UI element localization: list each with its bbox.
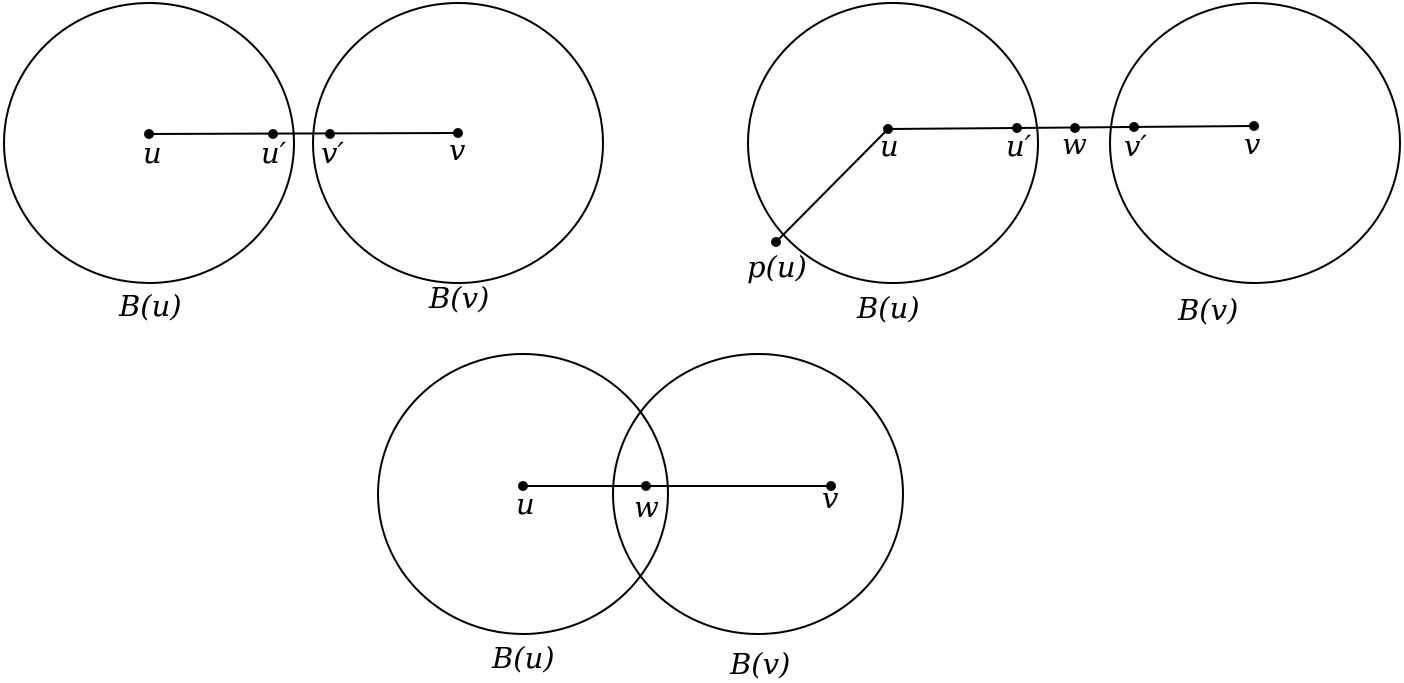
ball-u-circle xyxy=(377,353,669,635)
point-v-label: v xyxy=(822,481,839,515)
ball-u-circle xyxy=(747,2,1039,284)
point-w-dot xyxy=(1070,123,1080,133)
point-v-prime-dot xyxy=(1129,122,1139,132)
ball-u-label: B(u) xyxy=(856,291,920,325)
point-u-label: u xyxy=(516,487,535,521)
point-u-prime-label: u′ xyxy=(261,136,287,170)
point-u-prime-dot xyxy=(268,129,278,139)
point-u-prime-label: u′ xyxy=(1006,129,1032,163)
point-w-label: w xyxy=(1062,127,1087,161)
ball-u-circle xyxy=(3,2,295,284)
point-v-prime-label: v′ xyxy=(321,136,344,170)
point-v-label: v xyxy=(1244,127,1261,161)
ball-u-label: B(u) xyxy=(491,641,555,675)
ball-v-circle xyxy=(612,353,904,635)
ball-u-label: B(u) xyxy=(118,289,182,323)
ball-v-label: B(v) xyxy=(1177,293,1238,327)
ball-v-label: B(v) xyxy=(428,281,489,315)
point-w-dot xyxy=(641,481,651,491)
panel-3: u w v B(u) B(v) xyxy=(377,353,904,681)
panel-1: u u′ v′ v B(u) B(v) xyxy=(3,2,604,323)
point-u-dot xyxy=(518,481,528,491)
point-v-prime-dot xyxy=(325,129,335,139)
panel-2: u u′ w v′ v p(u) B(u) B(v) xyxy=(747,2,1401,327)
edge-u-pu xyxy=(775,128,889,243)
point-v-label: v xyxy=(449,133,466,167)
point-u-label: u xyxy=(880,129,899,163)
point-u-dot xyxy=(883,124,893,134)
point-v-prime-label: v′ xyxy=(1124,129,1147,163)
ball-v-label: B(v) xyxy=(729,647,790,681)
edge-u-v xyxy=(148,132,459,135)
point-v-dot xyxy=(826,481,836,491)
point-v-dot xyxy=(1249,121,1259,131)
point-u-prime-dot xyxy=(1012,123,1022,133)
ball-v-circle xyxy=(1109,2,1401,284)
ball-v-circle xyxy=(312,2,604,284)
point-u-label: u xyxy=(143,136,162,170)
point-v-dot xyxy=(453,128,463,138)
point-u-dot xyxy=(144,129,154,139)
point-pu-label: p(u) xyxy=(747,250,807,284)
point-pu-dot xyxy=(771,237,781,247)
point-w-label: w xyxy=(634,490,659,524)
